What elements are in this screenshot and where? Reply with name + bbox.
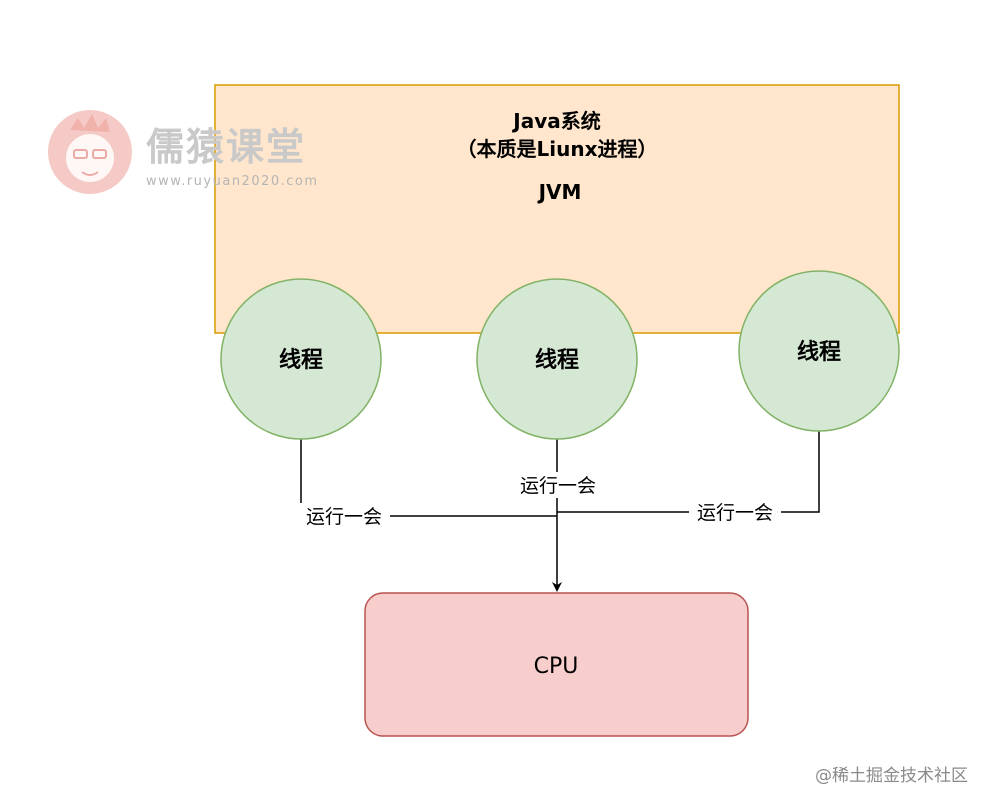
watermark-brand: 儒猿课堂	[146, 125, 306, 169]
jvm-label: JVM	[537, 180, 582, 204]
system-title: Java系统	[511, 109, 600, 133]
thread-label-2: 线程	[535, 347, 579, 373]
edge-label-2: 运行一会	[520, 475, 596, 497]
thread-label-1: 线程	[279, 347, 323, 373]
thread-label-3: 线程	[797, 339, 841, 365]
thread-node-2: 线程	[476, 278, 638, 440]
watermark-url: www.ruyuan2020.com	[146, 174, 319, 189]
edge-label-bg-3	[689, 499, 781, 525]
system-subtitle: （本质是Liunx进程）	[457, 137, 658, 161]
cpu-box	[364, 592, 749, 737]
thread-node-3: 线程	[738, 270, 900, 432]
edge-label-3: 运行一会	[697, 502, 773, 524]
edge-label-bg-2	[512, 472, 604, 498]
watermark-logo	[48, 110, 132, 194]
connector-thread-3	[557, 431, 820, 513]
edge-label-bg-1	[298, 503, 390, 529]
footer-credit: @稀土掘金技术社区	[815, 766, 968, 786]
cpu-label: CPU	[534, 654, 579, 679]
thread-node-1: 线程	[220, 278, 382, 440]
edge-label-1: 运行一会	[306, 506, 382, 528]
